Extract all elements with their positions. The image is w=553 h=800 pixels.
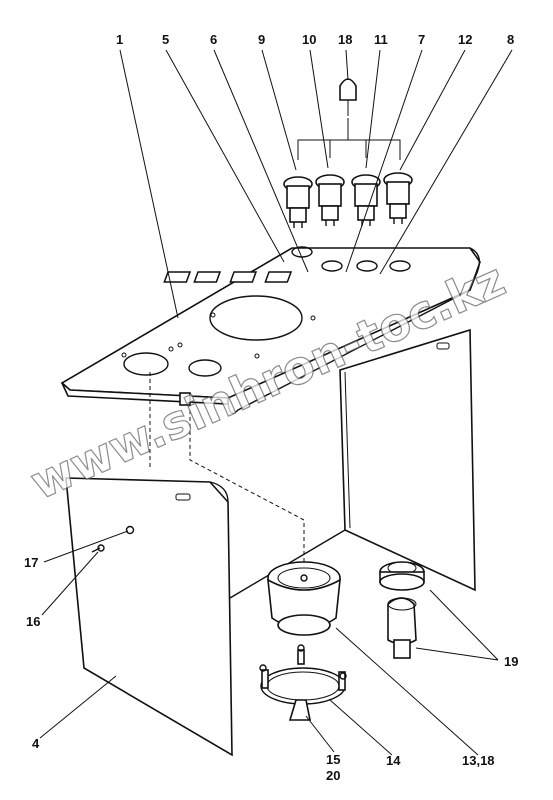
- label-20: 20: [326, 768, 340, 783]
- gauge-opening: [209, 295, 303, 341]
- screw-16: [97, 544, 105, 552]
- gauge-13: [267, 561, 341, 636]
- label-17: 17: [24, 555, 38, 570]
- label-11: 11: [374, 32, 388, 47]
- label-13-18: 13,18: [462, 753, 495, 768]
- switch-9: [283, 176, 313, 228]
- label-12: 12: [458, 32, 472, 47]
- small-opening: [188, 359, 222, 377]
- retainer-14: [259, 644, 347, 721]
- switch-11: [351, 174, 381, 226]
- label-10: 10: [302, 32, 316, 47]
- left-opening: [123, 352, 169, 376]
- label-1: 1: [116, 32, 123, 47]
- label-18: 18: [338, 32, 352, 47]
- label-19: 19: [504, 654, 518, 669]
- leader-lines: [39, 49, 513, 756]
- label-15: 15: [326, 752, 340, 767]
- top-panel: [60, 246, 481, 414]
- label-5: 5: [162, 32, 169, 47]
- mount-bracket: [179, 392, 191, 406]
- socket-19: [379, 561, 425, 659]
- left-side-panel: [65, 477, 233, 757]
- panel-slot: [436, 342, 450, 350]
- label-6: 6: [210, 32, 217, 47]
- label-16: 16: [26, 614, 40, 629]
- label-9: 9: [258, 32, 265, 47]
- label-8: 8: [507, 32, 514, 47]
- indicator-plate-6: [193, 271, 222, 283]
- indicator-plate-8: [264, 271, 293, 283]
- indicator-plate-5: [163, 271, 192, 283]
- switch-12: [383, 172, 413, 224]
- label-7: 7: [418, 32, 425, 47]
- panel-slot-left: [175, 493, 191, 501]
- label-14: 14: [386, 753, 401, 768]
- indicator-plate-7: [229, 271, 258, 283]
- right-side-panel: [339, 328, 476, 592]
- bulb-18: [339, 78, 357, 116]
- label-4: 4: [32, 736, 40, 751]
- switch-10: [315, 174, 345, 226]
- rivet-17: [125, 525, 135, 535]
- switch-group: [283, 78, 413, 228]
